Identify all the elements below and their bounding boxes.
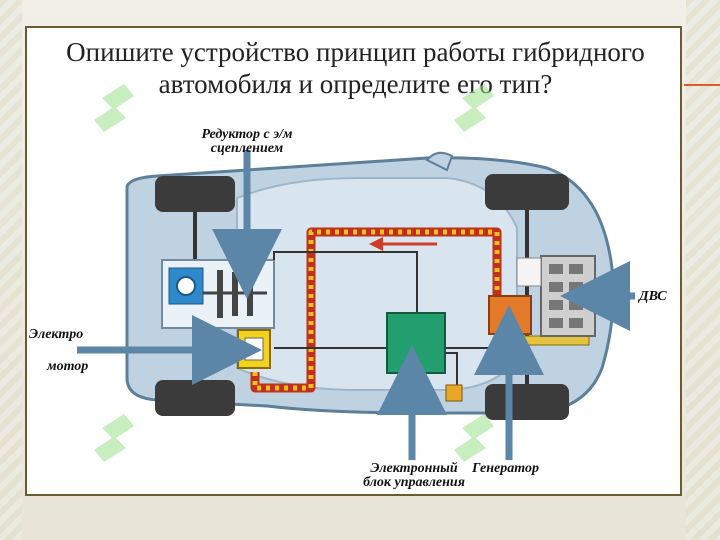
motor-label-line-1: Электро: [29, 327, 84, 342]
hybrid-car-diagram: [77, 84, 635, 462]
reducer-gearbox: [161, 259, 275, 329]
slide-content-panel: Опишите устройство принцип работы гибрид…: [25, 26, 682, 496]
ecu-label-line-1: Электронный: [370, 461, 458, 476]
wheel-rear-left: [155, 380, 235, 416]
power-cable: [250, 227, 502, 393]
ecu-label: Электронный блок управления: [339, 462, 489, 490]
ice-label: ДВС: [639, 289, 667, 304]
car-roof: [236, 177, 518, 391]
reducer-label-line-2: сцеплением: [210, 141, 284, 156]
wheel-rear-right: [485, 384, 569, 420]
generator-label: Генератор: [472, 461, 539, 476]
wheel-front-right: [485, 174, 569, 210]
watermark-logo-icons: [94, 84, 494, 462]
title-line-1: Опишите устройство принцип работы гибрид…: [66, 37, 645, 67]
ecu-small-module: [445, 384, 463, 402]
generator-block: [488, 295, 532, 335]
callout-arrows: [77, 150, 635, 460]
ecu-label-line-2: блок управления: [363, 475, 465, 490]
energy-flow-arrow: [369, 237, 437, 251]
ecu-block: [386, 312, 446, 374]
accent-rule: [684, 84, 720, 86]
reducer-label-line-1: Редуктор с э/м: [201, 127, 293, 142]
left-pattern-stripe: [0, 0, 22, 540]
wheel-front-left: [155, 176, 235, 212]
reducer-label: Редуктор с э/м сцеплением: [187, 128, 307, 156]
side-mirror: [425, 151, 454, 172]
motor-label: Электро мотор: [29, 328, 109, 374]
electric-motor: [237, 329, 271, 369]
motor-label-line-2: мотор: [47, 359, 89, 374]
right-pattern-stripe: [686, 0, 720, 540]
